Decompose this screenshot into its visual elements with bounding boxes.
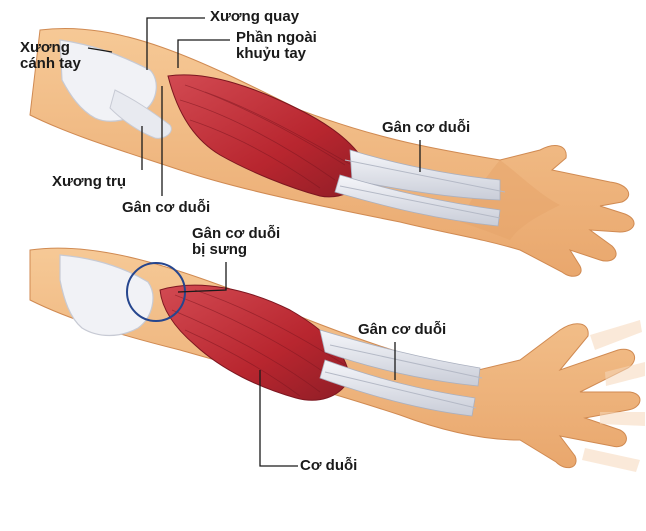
label-xuong-quay: Xương quay	[210, 8, 300, 25]
leader-gan-co-duoi-bi-sung	[177, 262, 227, 293]
label-xuong-canh-tay-line2: cánh tay	[20, 55, 81, 72]
leader-lines	[87, 17, 421, 467]
label-xuong-tru: Xương trụ	[52, 173, 127, 190]
label-bi-sung-line1: Gân cơ duỗi	[192, 225, 281, 242]
leader-xuong-canh-tay	[87, 47, 113, 53]
upper-ulna-bone	[109, 89, 172, 139]
leader-phan-ngoai-khuyu-tay	[177, 39, 230, 68]
label-bi-sung-line2: bị sưng	[192, 241, 248, 258]
label-phan-ngoai-line1: Phần ngoài	[236, 29, 317, 46]
lower-extensor-tendons	[319, 329, 483, 417]
lower-extensor-muscle	[159, 284, 351, 401]
label-xuong-canh-tay-line1: Xương	[20, 39, 70, 56]
upper-muscle-fibers	[179, 84, 361, 189]
label-xuong-canh-tay: Xương cánh tay	[20, 40, 81, 72]
lower-arm	[29, 247, 645, 472]
label-co-duoi: Cơ duỗi	[300, 457, 358, 474]
label-phan-ngoai-line2: khuỷu tay	[236, 45, 307, 62]
leader-co-duoi	[259, 370, 298, 467]
lower-humerus-bone	[59, 254, 154, 337]
leader-xuong-quay	[146, 17, 205, 70]
lower-muscle-fibers	[171, 289, 346, 397]
label-gan-co-duoi-upper-bottom: Gân cơ duỗi	[122, 199, 211, 216]
upper-arm	[29, 27, 635, 277]
upper-extensor-tendons	[334, 149, 506, 227]
label-gan-co-duoi-upper-right: Gân cơ duỗi	[382, 119, 471, 136]
label-phan-ngoai-khuyu-tay: Phần ngoài khuỷu tay	[236, 30, 317, 62]
label-gan-co-duoi-lower-right: Gân cơ duỗi	[358, 321, 447, 338]
label-gan-co-duoi-bi-sung: Gân cơ duỗi bị sưng	[192, 226, 280, 258]
lower-hand-motion-ghost	[582, 320, 645, 472]
